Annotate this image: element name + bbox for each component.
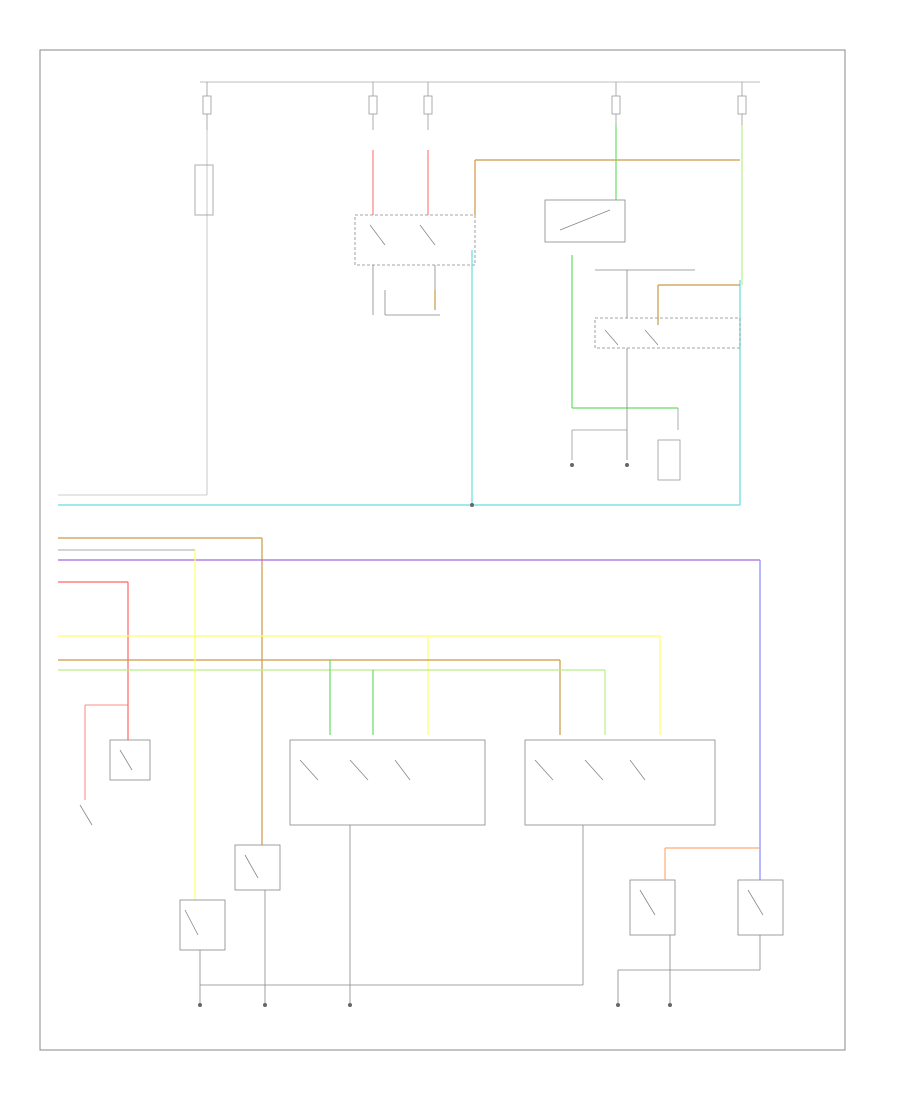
fuse-drop-wires [206, 82, 743, 130]
relay-box [194, 164, 214, 216]
ground-symbol [198, 1003, 202, 1007]
turn-switch-blade [559, 209, 611, 231]
cyan-wire [58, 250, 741, 506]
fuse-group [202, 95, 747, 115]
right-lamp-assembly [524, 739, 716, 985]
ground-symbol [570, 463, 574, 467]
fuse [423, 95, 433, 115]
indicator-box [657, 439, 681, 481]
ground-symbol [348, 1003, 352, 1007]
red-wires-upper [372, 150, 429, 215]
hazard-switch-assembly [354, 214, 476, 316]
ground-symbol-group-bottom [198, 1003, 672, 1007]
splice-point [470, 503, 474, 507]
ground-symbol [625, 463, 629, 467]
lower-left-switches [179, 844, 583, 1005]
fuse [202, 95, 212, 115]
green-wire-upper-right [571, 125, 678, 409]
ground-wires-upper [571, 408, 679, 460]
ground-symbol [668, 1003, 672, 1007]
fuse [737, 95, 747, 115]
turn-switch-box [544, 199, 626, 243]
right-bottom-switches [617, 879, 784, 1005]
left-lamp-assembly [289, 739, 486, 985]
orange-wire [664, 847, 760, 880]
fuse [611, 95, 621, 115]
left-vertical-wire [58, 130, 208, 496]
brake-switch-assembly [79, 704, 151, 826]
fuse [368, 95, 378, 115]
dimmer-switch-assembly [594, 269, 741, 460]
ground-symbol [263, 1003, 267, 1007]
tan-wire-upper-right [474, 159, 740, 325]
diagram-frame [39, 49, 846, 1051]
ground-symbol [616, 1003, 620, 1007]
lower-bus-wires [58, 537, 761, 900]
ground-symbol-group [470, 463, 629, 507]
